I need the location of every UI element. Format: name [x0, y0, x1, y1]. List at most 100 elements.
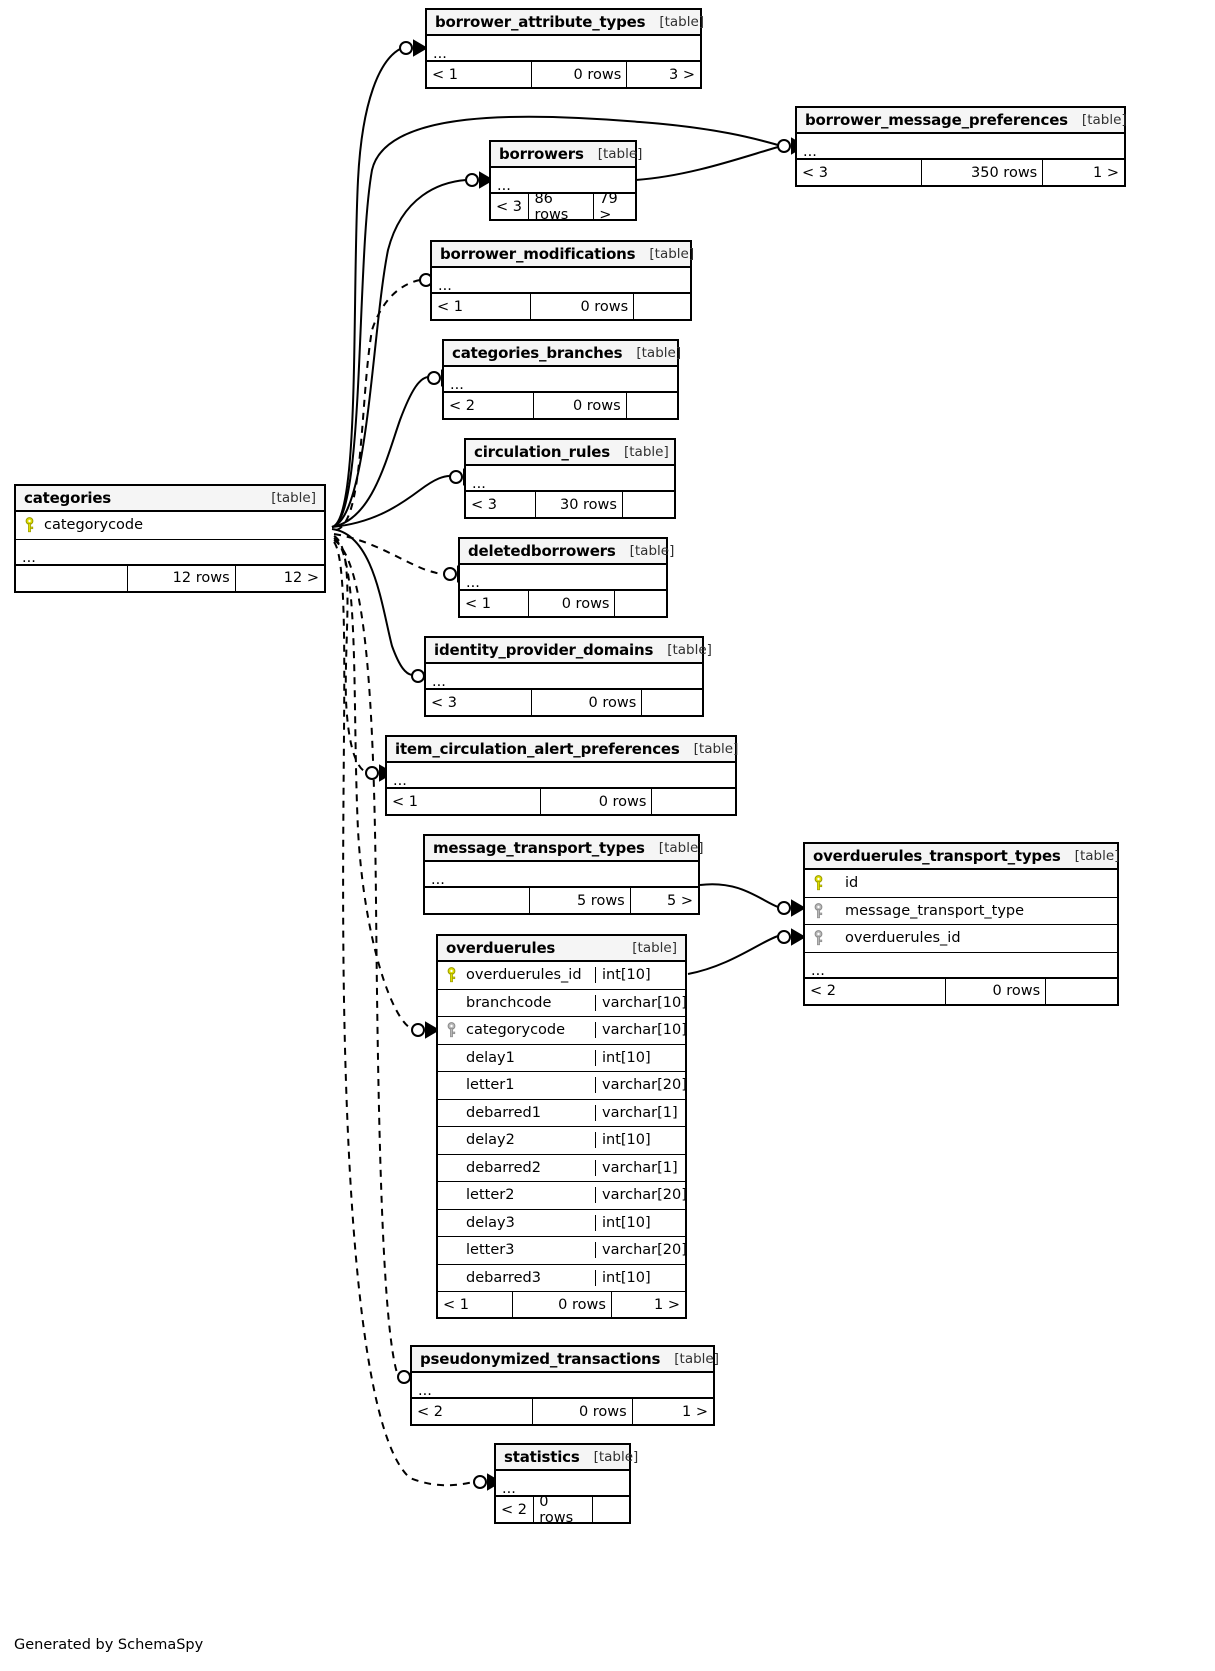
footer-children: 1 >	[610, 1292, 685, 1317]
edge-categories-identity_provider_domains	[331, 528, 413, 676]
edge-categories-borrower_modifications	[335, 279, 421, 531]
table-name: overduerules_transport_types	[813, 846, 1061, 865]
footer-parents: < 2	[810, 983, 836, 999]
footer-rowcount: 0 rows	[527, 591, 615, 616]
footer-children	[591, 1497, 629, 1522]
footer-rowcount: 0 rows	[530, 62, 627, 87]
foreign-key-icon	[805, 902, 831, 919]
column-row-delay3[interactable]: delay3 int[10]	[438, 1210, 685, 1237]
footer-children	[621, 492, 674, 517]
table-name: borrower_message_preferences	[805, 110, 1068, 129]
table-node-overduerules[interactable]: overduerules [table] overduerules_id int…	[436, 934, 687, 1319]
table-header: circulation_rules [table]	[466, 440, 674, 466]
column-row-overduerules_id[interactable]: overduerules_id	[805, 925, 1117, 953]
table-tag: [table]	[693, 740, 739, 757]
footer-children	[651, 789, 735, 814]
table-header: borrower_message_preferences [table]	[797, 108, 1127, 134]
column-row-debarred1[interactable]: debarred1 varchar[1]	[438, 1100, 685, 1127]
columns-ellipsis: ...	[427, 36, 700, 62]
connector-circle	[777, 901, 791, 915]
footer-parents: < 3	[471, 496, 497, 513]
columns-ellipsis: ...	[460, 565, 666, 591]
footer-rowcount: 0 rows	[533, 1494, 592, 1526]
table-name: overduerules	[446, 938, 556, 957]
table-name: item_circulation_alert_preferences	[395, 739, 680, 758]
table-node-categories_branches[interactable]: categories_branches [table] ... < 2 0 ro…	[442, 339, 682, 420]
table-footer: < 1 0 rows	[387, 789, 735, 814]
column-row-delay1[interactable]: delay1 int[10]	[438, 1045, 685, 1072]
connector-circle	[465, 173, 479, 187]
footer-parents: < 3	[496, 198, 522, 215]
edge-message_transport_types-overduerules_transport_types	[699, 883, 779, 908]
table-node-borrower_attribute_types[interactable]: borrower_attribute_types [table] ... < 1…	[425, 8, 704, 89]
column-row-letter2[interactable]: letter2 varchar[20]	[438, 1182, 687, 1210]
column-row-debarred2[interactable]: debarred2 varchar[1]	[438, 1155, 685, 1182]
connector-circle	[411, 669, 425, 683]
column-row-branchcode[interactable]: branchcode varchar[10]	[438, 990, 687, 1017]
column-name: delay2	[466, 1132, 515, 1149]
table-name: identity_provider_domains	[434, 640, 654, 659]
footer-parents	[425, 888, 529, 913]
footer-children	[641, 690, 702, 715]
column-name: letter2	[466, 1187, 515, 1204]
columns-ellipsis: ...	[425, 862, 698, 888]
table-tag: [table]	[629, 542, 675, 559]
columns-ellipsis: ...	[805, 953, 1117, 979]
table-name: borrowers	[499, 144, 584, 163]
table-name: categories_branches	[452, 343, 623, 362]
column-name: delay1	[466, 1049, 515, 1066]
edge-categories-deletedborrowers	[333, 533, 445, 575]
table-tag: [table]	[1081, 111, 1127, 128]
connector-circle	[777, 930, 791, 944]
generator-credit: Generated by SchemaSpy	[14, 1637, 204, 1653]
table-node-item_circulation_alert_preferences[interactable]: item_circulation_alert_preferences [tabl…	[385, 735, 739, 816]
connector-circle	[427, 371, 441, 385]
column-name: debarred2	[466, 1159, 541, 1176]
connector-circle	[473, 1475, 487, 1489]
footer-children: 1 >	[631, 1399, 713, 1424]
column-row-overduerules_id[interactable]: overduerules_id int[10]	[438, 962, 685, 990]
column-row-categorycode[interactable]: categorycode	[16, 512, 324, 540]
table-node-message_transport_types[interactable]: message_transport_types [table] ... 5 ro…	[423, 834, 704, 915]
table-node-borrowers[interactable]: borrowers [table] ... < 3 86 rows 79 >	[489, 140, 642, 223]
columns-ellipsis: ...	[797, 134, 1124, 160]
table-node-deletedborrowers[interactable]: deletedborrowers [table] ... < 1 0 rows	[458, 537, 674, 618]
table-tag: [table]	[1074, 847, 1120, 864]
column-name: branchcode	[466, 994, 552, 1011]
column-row-id[interactable]: id	[805, 870, 1117, 898]
footer-rowcount: 0 rows	[530, 294, 633, 319]
table-node-borrower_modifications[interactable]: borrower_modifications [table] ... < 1 0…	[430, 240, 694, 321]
table-header: borrowers [table]	[491, 142, 642, 168]
table-node-circulation_rules[interactable]: circulation_rules [table] ... < 3 30 row…	[464, 438, 676, 519]
footer-children: 12 >	[234, 565, 324, 591]
table-node-overduerules_transport_types[interactable]: overduerules_transport_types [table] id	[803, 842, 1119, 1006]
table-name: deletedborrowers	[468, 541, 616, 560]
table-node-statistics[interactable]: statistics [table] ... < 2 0 rows	[494, 1443, 638, 1526]
footer-children: 1 >	[1042, 160, 1124, 185]
column-name: overduerules_id	[466, 967, 582, 984]
table-footer: 5 rows 5 >	[425, 888, 698, 913]
column-row-letter1[interactable]: letter1 varchar[20]	[438, 1072, 687, 1100]
connector-circle	[777, 139, 791, 153]
table-footer: < 1 0 rows	[432, 294, 690, 319]
column-row-letter3[interactable]: letter3 varchar[20]	[438, 1237, 687, 1265]
table-node-pseudonymized_transactions[interactable]: pseudonymized_transactions [table] ... <…	[410, 1345, 719, 1426]
table-node-categories[interactable]: categories [table] categorycode ... 12 r…	[14, 484, 326, 593]
footer-rowcount: 0 rows	[532, 393, 626, 418]
column-row-delay2[interactable]: delay2 int[10]	[438, 1127, 685, 1155]
column-row-message_transport_type[interactable]: message_transport_type	[805, 898, 1117, 925]
table-node-identity_provider_domains[interactable]: identity_provider_domains [table] ... < …	[424, 636, 712, 717]
table-tag: [table]	[597, 145, 643, 162]
footer-rowcount: 30 rows	[534, 492, 622, 517]
footer-parents: < 2	[449, 397, 475, 414]
table-footer: < 2 0 rows	[805, 978, 1117, 1004]
footer-rowcount: 5 rows	[528, 888, 630, 913]
table-node-borrower_message_preferences[interactable]: borrower_message_preferences [table] ...…	[795, 106, 1127, 187]
table-footer: < 2 0 rows	[444, 393, 677, 418]
column-row-categorycode[interactable]: categorycode varchar[10]	[438, 1017, 687, 1045]
footer-parents: < 3	[431, 694, 457, 711]
column-row-debarred3[interactable]: debarred3 int[10]	[438, 1265, 685, 1292]
footer-rowcount: 350 rows	[921, 160, 1042, 185]
table-tag: [table]	[636, 344, 682, 361]
table-footer: < 3 86 rows 79 >	[491, 191, 635, 223]
